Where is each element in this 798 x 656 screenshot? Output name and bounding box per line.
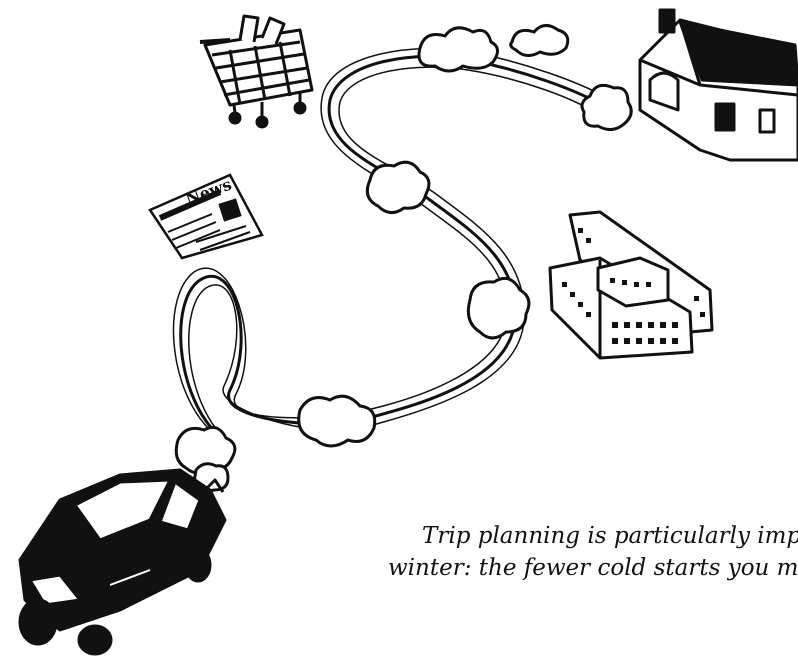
car-icon [20,470,225,654]
trip-planning-caption: Trip planning is particularly impo winte… [380,520,798,630]
office-building-icon [550,212,712,358]
caption-line-1: Trip planning is particularly impo [380,520,798,552]
shopping-cart-icon [200,16,312,127]
caption-line-2: winter: the fewer cold starts you ma [380,552,798,584]
house-icon [640,10,798,160]
newspaper-icon: News [150,175,262,258]
